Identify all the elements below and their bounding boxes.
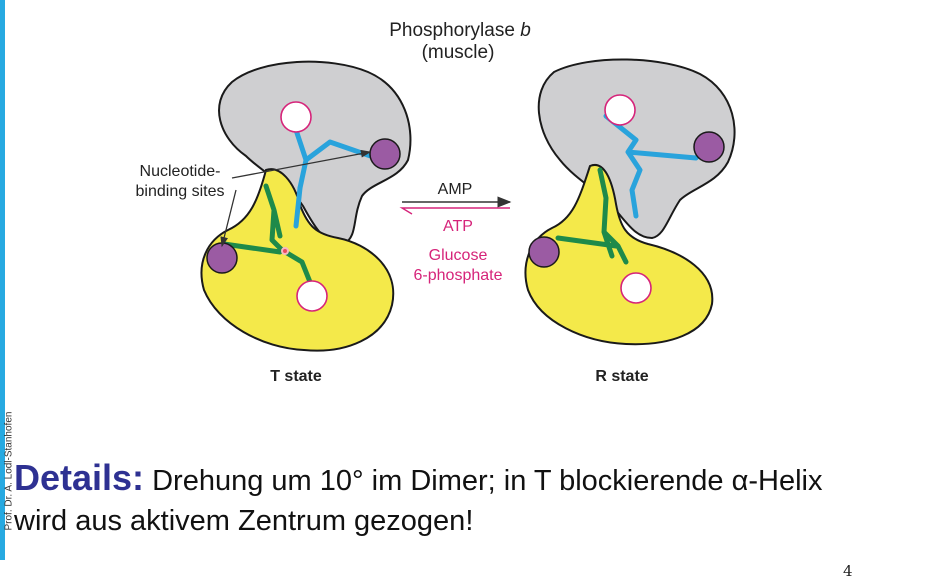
- r-gray-active-site: [604, 94, 636, 126]
- t-gray-nucleotide-site: [369, 138, 401, 170]
- title-italic: b: [520, 20, 531, 41]
- r-yellow-active-site: [620, 272, 652, 304]
- reverse-arrow: [399, 207, 510, 215]
- amp-label: AMP: [438, 181, 473, 198]
- t-green-helix: [221, 183, 313, 285]
- page-number: 4: [843, 562, 853, 580]
- nucleotide-pointer-top: [231, 149, 372, 179]
- t-state-label: T state: [270, 368, 322, 385]
- title-main: Phosphorylase: [389, 20, 515, 41]
- left-accent-bar: [0, 0, 5, 560]
- phosphorylase-diagram: Phosphorylase b (muscle) Nucleotide- bin…: [136, 20, 736, 385]
- atp-label: ATP: [443, 218, 473, 235]
- r-yellow-subunit: [524, 163, 714, 346]
- caption-text-line2: wird aus aktivem Zentrum gezogen!: [14, 505, 474, 537]
- glucose-label-line2: 6-phosphate: [414, 267, 503, 284]
- laser-pointer-dot: [281, 247, 289, 255]
- nucleotide-label-line1: Nucleotide-: [140, 163, 221, 180]
- caption-line1: Details: Drehung um 10° im Dimer; in T b…: [14, 458, 924, 501]
- caption-text-line1: Drehung um 10° im Dimer; in T blockieren…: [144, 465, 823, 497]
- r-green-helix: [555, 167, 629, 265]
- t-gray-active-site: [280, 101, 312, 133]
- nucleotide-label-line2: binding sites: [136, 183, 225, 200]
- r-yellow-nucleotide-site: [528, 236, 560, 268]
- r-gray-subunit: [537, 58, 736, 240]
- figure-title-line2: (muscle): [422, 42, 495, 63]
- caption-keyword: Details:: [14, 457, 145, 498]
- glucose-label-line1: Glucose: [429, 247, 488, 264]
- r-state-label: R state: [595, 368, 648, 385]
- r-blue-helix: [603, 113, 699, 219]
- t-yellow-active-site: [296, 280, 328, 312]
- nucleotide-pointer-bottom: [220, 189, 237, 248]
- t-yellow-nucleotide-site: [206, 242, 238, 274]
- figure-title-line1: Phosphorylase b: [389, 20, 531, 41]
- slide-caption: Details: Drehung um 10° im Dimer; in T b…: [14, 458, 924, 541]
- r-gray-nucleotide-site: [693, 131, 725, 163]
